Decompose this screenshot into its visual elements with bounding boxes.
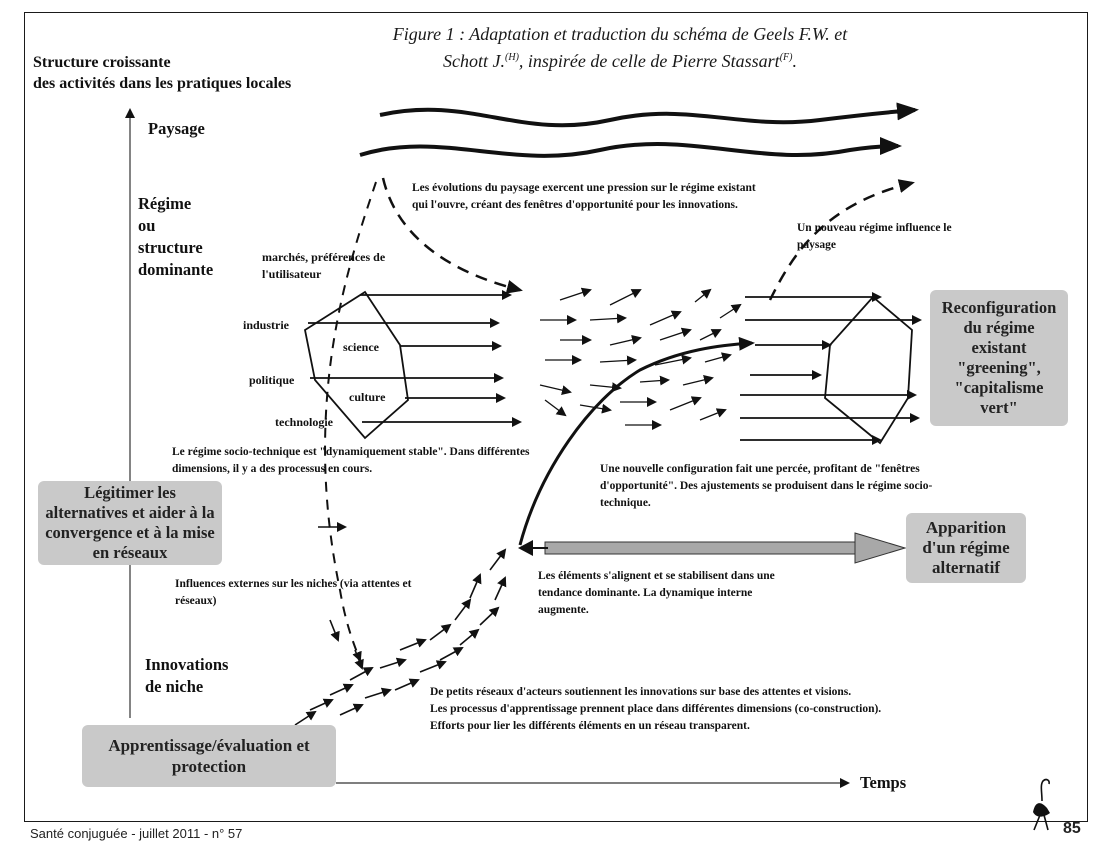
box-apparition-text: Apparition d'un régime alternatif [922, 518, 1010, 577]
level-regime-line4: dominante [138, 260, 214, 279]
level-paysage: Paysage [148, 119, 205, 138]
caption-line2-prefix: Schott J. [443, 51, 506, 71]
x-axis-title: Temps [860, 773, 907, 792]
box-apprentissage-text: Apprentissage/évaluation et protection [108, 736, 310, 776]
niche-arrows [294, 548, 507, 726]
label-marches-line2: l'utilisateur [262, 267, 322, 281]
alternative-regime-gray-arrow [518, 532, 907, 564]
y-axis-title-line1: Structure croissante [33, 54, 171, 71]
box-apparition: Apparition d'un régime alternatif [906, 513, 1026, 583]
external-influence-dashed-line [324, 181, 377, 662]
note-paysage-pressure: Les évolutions du paysage exercent une p… [412, 182, 756, 211]
breakthrough-curve [518, 336, 755, 546]
level-regime-line2: ou [138, 216, 156, 235]
note-niche-line1: De petits réseaux d'acteurs soutiennent … [430, 686, 852, 698]
note-niche-line2: Les processus d'apprentissage prennent p… [430, 703, 882, 715]
label-culture: culture [349, 390, 386, 404]
turbulence-arrows [539, 287, 742, 430]
caption-ref-h: (H) [505, 52, 519, 63]
note-niche-line3: Efforts pour lier les différents élément… [430, 720, 750, 732]
level-regime-line1: Régime [138, 194, 192, 213]
box-apprentissage: Apprentissage/évaluation et protection [82, 725, 336, 787]
caption-line1: Figure 1 : Adaptation et traduction du s… [392, 24, 848, 44]
label-politique: politique [249, 373, 295, 387]
level-regime-line3: structure [138, 238, 203, 257]
landscape-wave-upper [379, 102, 919, 128]
label-science: science [343, 340, 379, 354]
note-align-stabilize: Les éléments s'alignent et se stabilisen… [538, 570, 775, 616]
footer-publication: Santé conjuguée - juillet 2011 - n° 57 [30, 826, 243, 841]
note-breakthrough: Une nouvelle configuration fait une perc… [600, 463, 933, 509]
landscape-wave-lower [359, 137, 902, 158]
figure-frame [24, 12, 1088, 822]
regime-hexagon-right [824, 295, 913, 445]
caption-ref-f: (F) [779, 52, 793, 63]
box-legitimer-text: Légitimer les alternatives et aider à la… [45, 483, 215, 562]
regime-hexagon-left [303, 290, 409, 440]
box-reconfiguration-text: Reconfiguration du régime existant "gree… [941, 298, 1057, 417]
level-niche-line1: Innovations [145, 655, 229, 674]
note-dynamically-stable: Le régime socio-technique est "dynamique… [172, 446, 530, 475]
box-legitimer: Légitimer les alternatives et aider à la… [38, 481, 222, 565]
label-industrie: industrie [243, 318, 290, 332]
ostrich-icon [1033, 778, 1050, 831]
y-axis-title-line2: des activités dans les pratiques locales [33, 75, 292, 92]
landscape-pressure-arrow [381, 177, 523, 294]
note-new-regime-influence: Un nouveau régime influence le paysage [797, 222, 952, 251]
regime-lines-right [740, 292, 922, 445]
note-external-influences: Influences externes sur les niches (via … [175, 578, 412, 607]
label-marches-line1: marchés, préférences de [262, 250, 386, 264]
label-technologie: technologie [275, 415, 333, 429]
caption-line2-middle: , inspirée de celle de Pierre Stassart [518, 51, 780, 71]
caption-line2-end: . [792, 51, 797, 71]
level-niche-line2: de niche [145, 677, 204, 696]
box-reconfiguration: Reconfiguration du régime existant "gree… [930, 290, 1068, 426]
regime-lines-left [308, 290, 522, 427]
page-number: 85 [1063, 820, 1081, 837]
figure-caption: Figure 1 : Adaptation et traduction du s… [290, 22, 950, 73]
